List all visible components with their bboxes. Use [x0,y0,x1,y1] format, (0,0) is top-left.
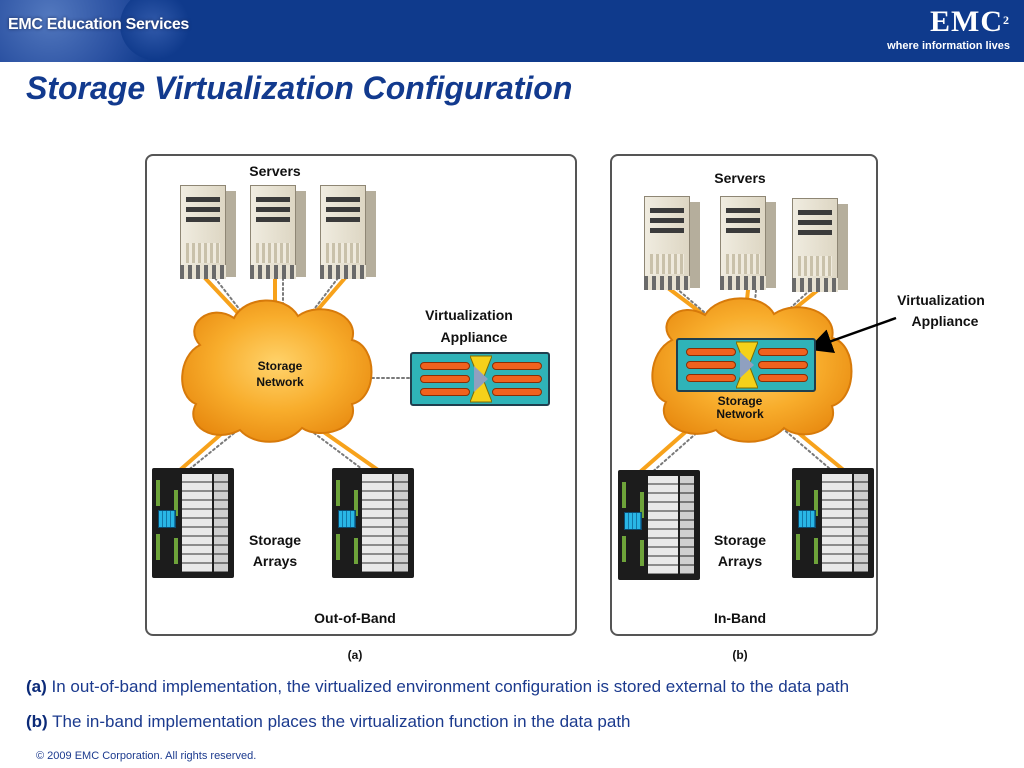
description-a-tag: (a) [26,677,47,696]
caption-a: (a) [347,648,363,662]
server-icon [792,198,848,292]
brand-name: EMC Education Services [8,16,190,33]
storage-array-icon [152,468,234,578]
mode-label-b: In-Band [713,610,767,626]
description-b-text: The in-band implementation places the vi… [52,712,631,731]
logo-word: EMC2 [930,5,1010,38]
network-label-b-1: Storage [717,394,763,408]
server-icon [180,185,236,279]
arrays-label-b-2: Arrays [717,553,763,569]
server-icon [320,185,376,279]
cloud-icon [181,299,373,443]
network-label-b-2: Network [716,407,764,421]
arrow-icon [807,316,897,354]
appliance-label-b-2: Appliance [911,313,979,329]
appliance-icon [410,352,550,406]
description-b: (b) The in-band implementation places th… [26,712,631,732]
storage-array-icon [792,468,874,578]
caption-b: (b) [732,648,748,662]
page-title: Storage Virtualization Configuration [26,70,573,106]
appliance-label-b-1: Virtualization [897,292,985,308]
appliance-label-a-2: Appliance [440,329,508,345]
server-icon [250,185,306,279]
description-a: (a) In out-of-band implementation, the v… [26,677,849,697]
storage-array-icon [618,470,700,580]
mode-label-a: Out-of-Band [314,610,396,626]
arrays-label-b-1: Storage [713,532,767,548]
emc-logo: EMC2 where information lives [887,5,1010,53]
copyright: © 2009 EMC Corporation. All rights reser… [36,750,257,762]
network-label-a-2: Network [256,375,304,389]
arrays-label-a-1: Storage [248,532,302,548]
globe-icon [120,0,190,60]
server-icon [644,196,700,290]
header-banner: EMC Education Services EMC2 where inform… [0,0,1024,62]
arrays-label-a-2: Arrays [252,553,298,569]
server-icon [720,196,776,290]
storage-array-icon [332,468,414,578]
appliance-label-a-1: Virtualization [425,307,513,323]
servers-label-a: Servers [249,163,301,179]
logo-tagline: where information lives [887,40,1010,52]
servers-label-b: Servers [714,170,766,186]
network-label-a-1: Storage [257,359,303,373]
appliance-icon [676,338,816,392]
description-a-text: In out-of-band implementation, the virtu… [51,677,850,696]
description-b-tag: (b) [26,712,48,731]
